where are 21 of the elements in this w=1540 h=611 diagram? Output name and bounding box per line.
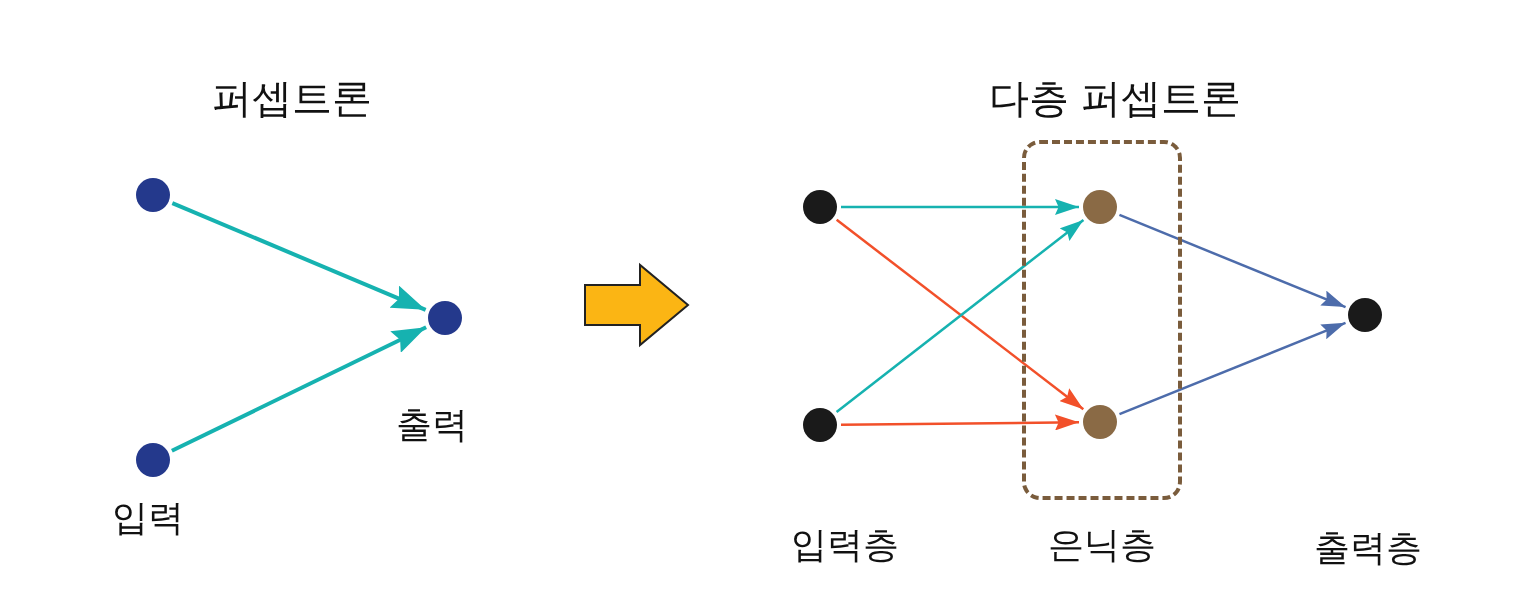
layer-label: 출력층 bbox=[1314, 525, 1422, 570]
neuron-circle bbox=[1083, 190, 1117, 224]
neuron-circle bbox=[1083, 405, 1117, 439]
arrow bbox=[1119, 321, 1346, 416]
layer-label: 입력 bbox=[112, 495, 184, 540]
neuron-circle bbox=[803, 190, 837, 224]
neuron-circle bbox=[428, 301, 462, 335]
section-heading: 다층 퍼셉트론 bbox=[988, 73, 1242, 123]
neuron-circle bbox=[803, 408, 837, 442]
layer-label: 출력 bbox=[396, 402, 468, 447]
arrow bbox=[171, 325, 427, 453]
arrow bbox=[1118, 213, 1347, 309]
section-heading: 퍼셉트론 bbox=[212, 73, 372, 123]
layer-label: 은닉층 bbox=[1048, 522, 1156, 567]
arrow bbox=[841, 199, 1079, 215]
neuron-circle bbox=[1348, 298, 1382, 332]
neuron-circle bbox=[136, 178, 170, 212]
neuron-circle bbox=[136, 443, 170, 477]
arrow bbox=[171, 201, 427, 312]
arrow bbox=[841, 414, 1079, 431]
layer-label: 입력층 bbox=[791, 522, 899, 567]
